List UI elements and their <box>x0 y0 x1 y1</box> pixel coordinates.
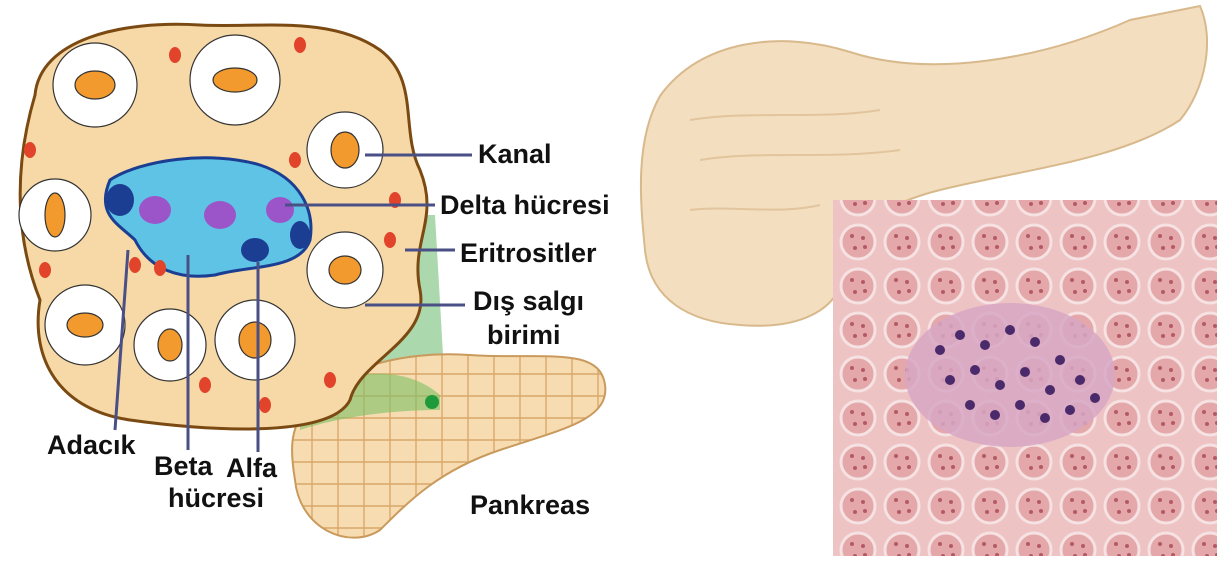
label-delta-hucresi: Delta hücresi <box>440 192 610 219</box>
label-alfa: Alfa <box>226 455 277 482</box>
label-pankreas: Pankreas <box>470 492 590 519</box>
label-adacik: Adacık <box>47 432 136 459</box>
islet-cluster-drawing <box>19 24 427 429</box>
label-kanal: Kanal <box>478 141 552 168</box>
label-hucresi: hücresi <box>168 485 264 512</box>
label-birimi: birimi <box>487 322 561 349</box>
label-dis-salgi: Dış salgı <box>473 288 584 315</box>
histology-micrograph <box>833 200 1217 556</box>
label-eritrositler: Eritrositler <box>460 240 597 267</box>
label-beta: Beta <box>154 453 213 480</box>
